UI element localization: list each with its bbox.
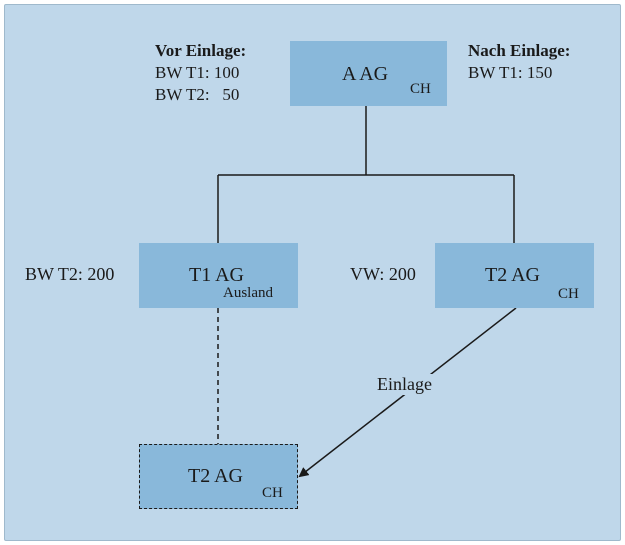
t2-market-value-label: VW: 200 <box>350 264 416 284</box>
box-a-ag: A AG CH <box>290 41 447 106</box>
t1-book-value-label: BW T2: 200 <box>25 264 115 284</box>
after-line-1: BW T1: 150 <box>468 63 553 82</box>
after-contribution-note: Nach Einlage: BW T1: 150 <box>468 40 570 84</box>
box-t2-ag-after-contribution: T2 AG CH <box>139 444 298 509</box>
t2-ag-new-country: CH <box>262 485 283 501</box>
after-heading: Nach Einlage: <box>468 41 571 60</box>
before-heading: Vor Einlage: <box>155 41 247 60</box>
t2-ag-new-name: T2 AG <box>188 465 243 487</box>
t2-ag-name: T2 AG <box>485 264 540 286</box>
t1-ag-country: Ausland <box>223 285 273 301</box>
a-ag-name: A AG <box>342 63 389 85</box>
before-line-2: BW T2: 50 <box>155 85 240 104</box>
box-t2-ag: T2 AG CH <box>435 243 594 308</box>
before-line-1: BW T1: 100 <box>155 63 240 82</box>
contribution-label: Einlage <box>373 374 436 395</box>
before-contribution-note: Vor Einlage: BW T1: 100 BW T2: 50 <box>155 40 246 106</box>
t1-ag-name: T1 AG <box>189 264 244 286</box>
box-t1-ag: T1 AG Ausland <box>139 243 298 308</box>
a-ag-country: CH <box>410 81 431 97</box>
t2-ag-country: CH <box>558 286 579 302</box>
